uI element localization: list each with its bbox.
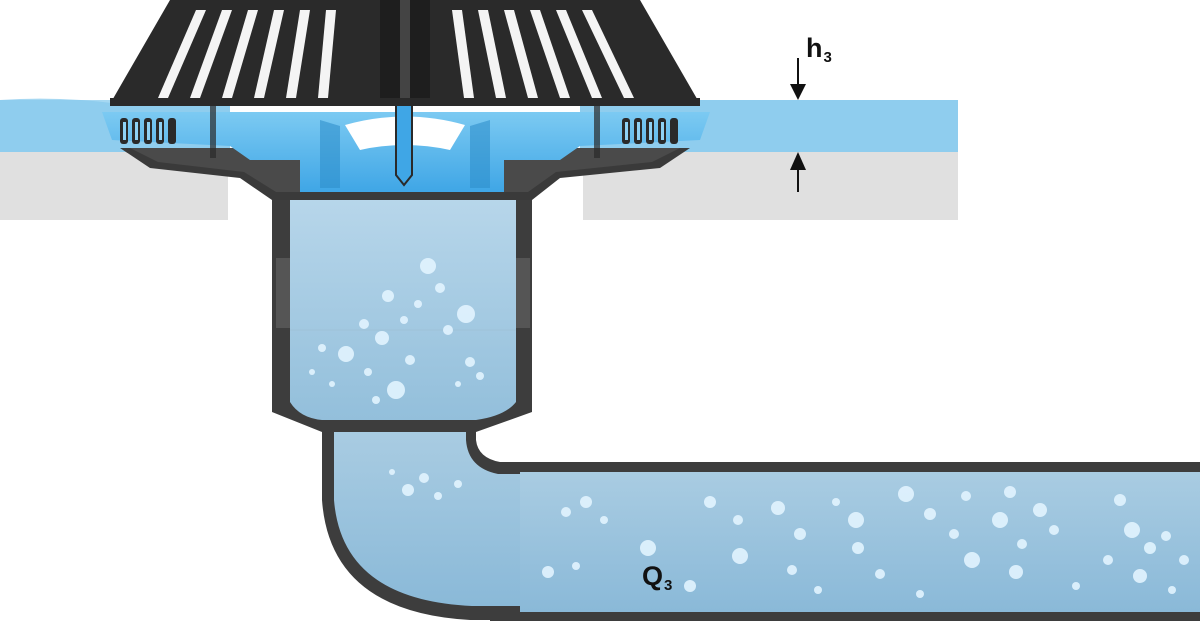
arrow-up-icon — [790, 152, 806, 170]
height-label-sub: 3 — [823, 49, 832, 66]
flange-clamps — [120, 118, 678, 144]
air-bubbles — [309, 258, 1189, 598]
height-dimension — [790, 58, 806, 192]
leaf-guard-grate — [110, 0, 700, 106]
height-label: h3 — [806, 33, 832, 66]
pipe-elbow — [322, 430, 520, 620]
flow-label: Q3 — [642, 561, 672, 594]
flow-label-sub: 3 — [664, 577, 673, 594]
drain-body — [102, 94, 710, 192]
grate-slots — [158, 10, 634, 98]
flow-label-main: Q — [642, 561, 664, 591]
height-label-main: h — [806, 33, 823, 63]
arrow-down-icon — [790, 84, 806, 100]
vertical-outlet-pipe — [272, 200, 532, 432]
horizontal-pipe — [490, 462, 1200, 621]
